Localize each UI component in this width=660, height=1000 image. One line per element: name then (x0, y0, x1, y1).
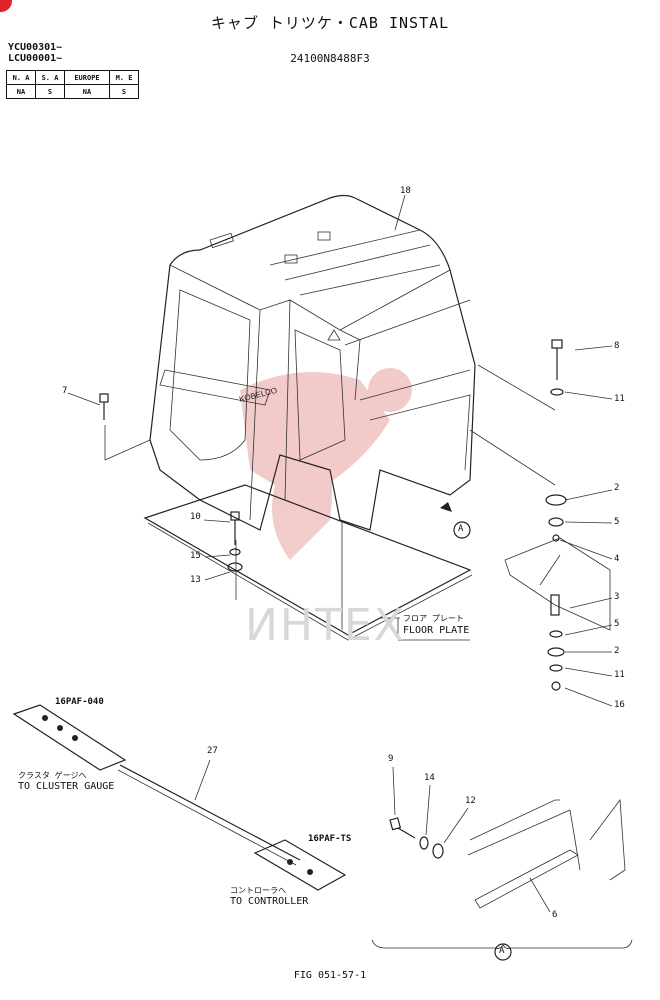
callout-10: 10 (190, 512, 201, 522)
callout-14: 14 (424, 773, 435, 783)
nut-icon (551, 681, 561, 691)
value-cell: S (109, 84, 139, 99)
harness-label-1: 16PAF-040 (55, 697, 104, 707)
callout-11: 11 (614, 394, 625, 404)
availability-table: N. A S. A EUROPE M. E NA S NA S (6, 70, 139, 99)
bolt-head-icon (99, 393, 109, 403)
washer-icon (227, 562, 243, 572)
callout-16: 16 (614, 700, 625, 710)
floor-plate-jp-label: フロア プレート (403, 614, 464, 623)
washer-icon (229, 548, 241, 556)
floor-plate (143, 484, 473, 641)
view-a-marker-icon (453, 521, 471, 539)
table-row: NA S NA S (6, 84, 139, 99)
watermark-text: ИНТЕХ (245, 600, 406, 651)
callout-12: 12 (465, 796, 476, 806)
washer-icon (548, 517, 564, 527)
callout-27: 27 (207, 746, 218, 756)
cluster-jp-label: クラスタ ゲージへ (18, 771, 87, 780)
page-title: キャブ トリツケ・CAB INSTAL (210, 14, 450, 32)
wiring-harness (12, 704, 347, 891)
callout-2b: 2 (614, 646, 620, 656)
callout-6: 6 (552, 910, 558, 920)
figure-id: FIG 051-57-1 (293, 970, 367, 981)
washer-icon (549, 630, 563, 638)
serial-range-2: LCU00001~ (8, 53, 63, 64)
watermark-logo-icon (240, 368, 412, 560)
harness-label-2: 16PAF-TS (308, 834, 352, 844)
callout-7: 7 (62, 386, 68, 396)
cluster-label: TO CLUSTER GAUGE (18, 781, 115, 792)
serial-range-1: YCU00301~ (8, 42, 63, 53)
cushion-icon (545, 494, 567, 506)
callout-13: 13 (190, 575, 201, 585)
controller-jp-label: コントローラへ (230, 886, 286, 895)
callout-9: 9 (388, 754, 394, 764)
callout-3: 3 (614, 592, 620, 602)
controller-label: TO CONTROLLER (230, 896, 309, 907)
detail-a (371, 766, 633, 961)
washer-icon (550, 388, 564, 396)
callout-2: 2 (614, 483, 620, 493)
callout-8: 8 (614, 341, 620, 351)
callout-15: 15 (190, 551, 201, 561)
callout-5: 5 (614, 517, 620, 527)
view-marker-label: A (458, 524, 464, 534)
callout-5b: 5 (614, 619, 620, 629)
view-marker-bottom-label: A (499, 946, 505, 956)
cushion-icon (547, 647, 565, 657)
callout-4: 4 (614, 554, 620, 564)
bolt-head-icon (551, 339, 563, 349)
leader-lines (67, 194, 613, 707)
callout-11b: 11 (614, 670, 625, 680)
floor-plate-label: FLOOR PLATE (403, 625, 470, 636)
arrow-icon (440, 502, 452, 512)
callout-18: 18 (400, 186, 411, 196)
bolt-icon (550, 594, 560, 616)
part-number: 24100N8488F3 (290, 52, 370, 65)
table-header-row: N. A S. A EUROPE M. E (6, 70, 139, 85)
hardware-stack (99, 339, 611, 691)
washer-icon (549, 664, 563, 672)
